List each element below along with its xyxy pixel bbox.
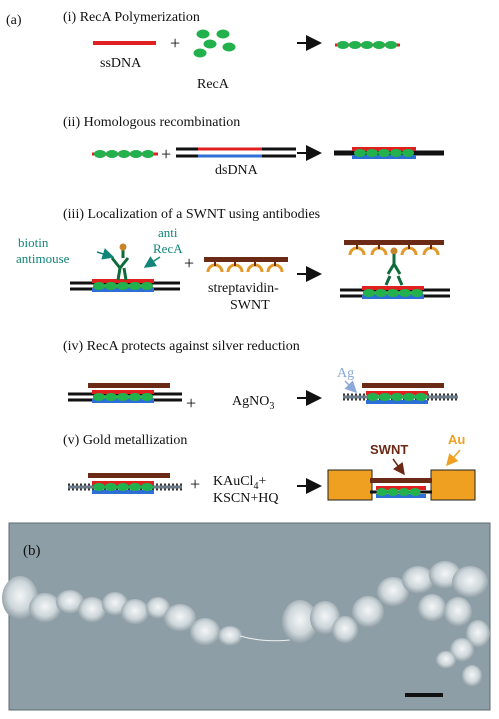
antibody-complex-left	[70, 243, 180, 292]
reca-antibody-label: RecA	[153, 241, 183, 256]
localized-swnt-product	[340, 240, 450, 299]
reca-monomers	[193, 29, 236, 58]
step2-title: (ii) Homologous recombination	[63, 115, 240, 130]
recombination-product	[334, 147, 444, 159]
plus-sign-1: +	[170, 33, 180, 53]
au-label: Au	[448, 432, 465, 447]
plus-sign-2: +	[161, 144, 171, 164]
silver-complex-left	[68, 473, 182, 494]
nucleoprotein-filament-2	[92, 150, 158, 158]
silver-coated-product	[343, 383, 458, 404]
biotin-label: biotin	[18, 235, 49, 250]
protected-complex-left	[68, 383, 182, 403]
panel-b-label: (b)	[23, 543, 41, 559]
sem-image	[2, 522, 491, 711]
streptavidin-label: streptavidin-	[208, 281, 279, 296]
streptavidin-swnt-complex	[204, 257, 288, 273]
ag-pointer	[344, 380, 358, 394]
anti-label: anti	[158, 225, 178, 240]
anti-reca-pointer	[143, 256, 161, 268]
au-pointer	[446, 449, 461, 467]
plus-sign-4: +	[186, 393, 196, 413]
kaucl4-reagent: KAuCl4+	[213, 474, 266, 492]
swnt-label-1: SWNT	[230, 298, 270, 313]
dsdna-label: dsDNA	[215, 163, 259, 178]
biotin-pointer	[96, 248, 115, 260]
antimouse-label: antimouse	[16, 251, 70, 266]
dsdna-molecule	[176, 147, 296, 158]
swnt-pointer	[392, 458, 405, 476]
agno3-reagent: AgNO3	[232, 394, 274, 412]
step5-title: (v) Gold metallization	[63, 433, 187, 448]
step3-title: (iii) Localization of a SWNT using antib…	[63, 207, 320, 222]
reca-label: RecA	[197, 77, 230, 92]
swnt-label-2: SWNT	[370, 442, 408, 457]
ag-label: Ag	[337, 366, 354, 381]
kscn-hq-reagent: KSCN+HQ	[213, 491, 278, 506]
plus-sign-3: +	[184, 253, 194, 273]
swnt-device	[370, 478, 432, 498]
ssdna-label: ssDNA	[100, 56, 142, 71]
step4-title: (iv) RecA protects against silver reduct…	[63, 339, 300, 354]
step1-title: (i) RecA Polymerization	[63, 10, 200, 25]
panel-a-label: (a)	[6, 13, 22, 28]
plus-sign-5: +	[190, 474, 200, 494]
scale-bar	[405, 693, 443, 697]
gold-electrodes	[327, 469, 476, 501]
nucleoprotein-filament-1	[335, 41, 400, 49]
